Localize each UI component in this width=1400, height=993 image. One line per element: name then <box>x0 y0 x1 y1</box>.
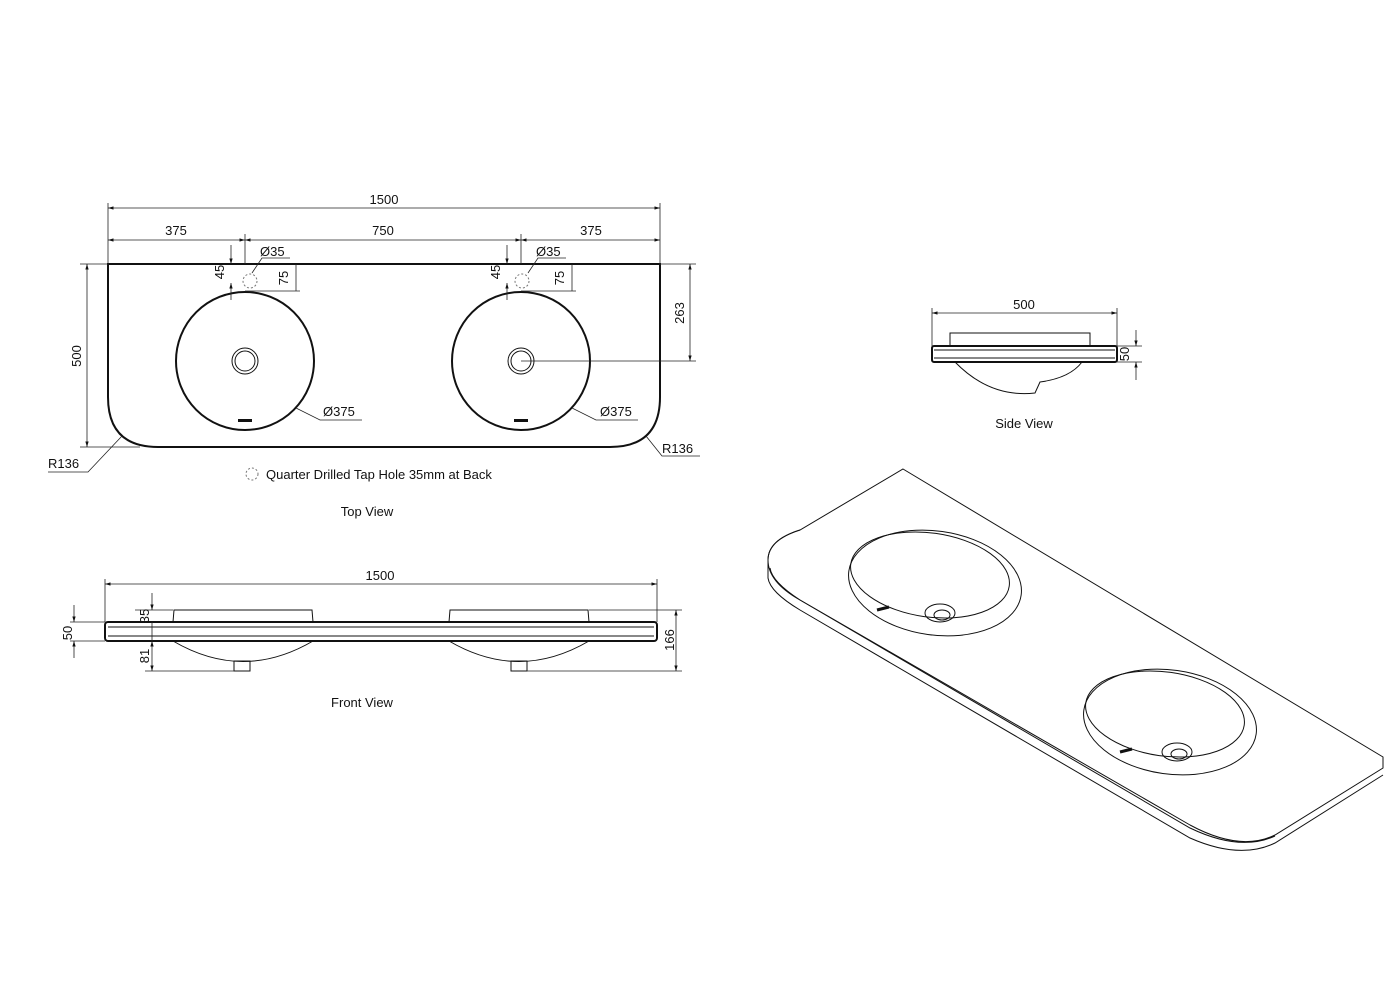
dim-side-thickness: 50 <box>1117 347 1132 361</box>
dim-radius-left: R136 <box>48 456 79 471</box>
tap-hole-icon <box>514 273 530 289</box>
dim-slab-thickness: 50 <box>60 626 75 640</box>
dim-tap-offset-left: 45 <box>212 265 227 279</box>
tap-hole-icon <box>242 273 258 289</box>
drain-icon <box>1161 742 1193 762</box>
dim-basin-center: 263 <box>672 302 687 324</box>
legend-tap-hole-icon <box>245 467 259 481</box>
dim-tap-hole-right: Ø35 <box>536 244 561 259</box>
dim-bowl-depth: 81 <box>137 649 152 663</box>
front-view: 1500 50 35 81 166 Front View <box>60 568 682 710</box>
side-view-title: Side View <box>995 416 1053 431</box>
dim-tap-offset-right: 45 <box>488 265 503 279</box>
basin-left <box>175 273 315 431</box>
legend-text: Quarter Drilled Tap Hole 35mm at Back <box>266 467 492 482</box>
top-view-title: Top View <box>341 504 394 519</box>
side-view: 500 50 Side View <box>931 297 1142 431</box>
isometric-view <box>767 468 1384 851</box>
basin-right <box>451 273 591 431</box>
dim-side-depth: 500 <box>1013 297 1035 312</box>
dim-right-offset: 375 <box>580 223 602 238</box>
iso-basin-left <box>848 529 1022 637</box>
dim-basin-diameter-right: Ø375 <box>600 404 632 419</box>
dim-tap-basin-right: 75 <box>552 271 567 285</box>
dim-basin-diameter-left: Ø375 <box>323 404 355 419</box>
iso-basin-right <box>1083 668 1257 776</box>
top-view: 1500 375 750 375 500 263 Ø35 Ø35 45 45 7… <box>48 192 700 519</box>
dim-tap-basin-left: 75 <box>276 271 291 285</box>
dim-front-width: 1500 <box>366 568 395 583</box>
drain-icon <box>924 603 956 623</box>
dim-center-spacing: 750 <box>372 223 394 238</box>
drain-icon <box>231 347 259 375</box>
dim-left-offset: 375 <box>165 223 187 238</box>
dim-overall-height: 166 <box>662 629 677 651</box>
dim-overall-width: 1500 <box>370 192 399 207</box>
dim-tap-hole-left: Ø35 <box>260 244 285 259</box>
dim-depth: 500 <box>69 345 84 367</box>
countertop-outline <box>107 263 661 448</box>
dim-radius-right: R136 <box>662 441 693 456</box>
dim-rim-height: 35 <box>137 609 152 623</box>
front-view-title: Front View <box>331 695 394 710</box>
